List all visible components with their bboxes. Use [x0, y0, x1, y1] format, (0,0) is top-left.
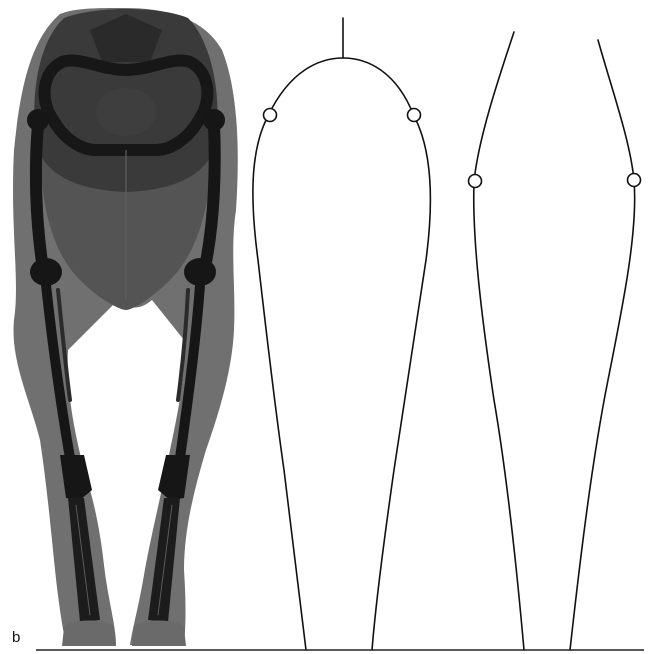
hip-marker-right	[408, 109, 421, 122]
rear-leg-right-line	[372, 116, 430, 650]
foot-left	[62, 621, 116, 647]
stick-diagram-side	[469, 32, 641, 650]
pelvic-arch-line	[268, 58, 414, 116]
stick-diagram-rear	[253, 18, 431, 650]
knee-marker-right	[628, 174, 641, 187]
knee-marker-left	[469, 175, 482, 188]
femur-left	[36, 125, 42, 262]
panel-label: b	[12, 630, 20, 646]
foot-right	[132, 621, 186, 647]
anatomical-rear-view	[13, 8, 238, 646]
side-leg-left-line	[474, 32, 524, 650]
hip-marker-left	[264, 109, 277, 122]
side-leg-right-line	[570, 40, 635, 650]
rear-leg-left-line	[253, 116, 306, 650]
obturator-opening	[96, 88, 156, 136]
